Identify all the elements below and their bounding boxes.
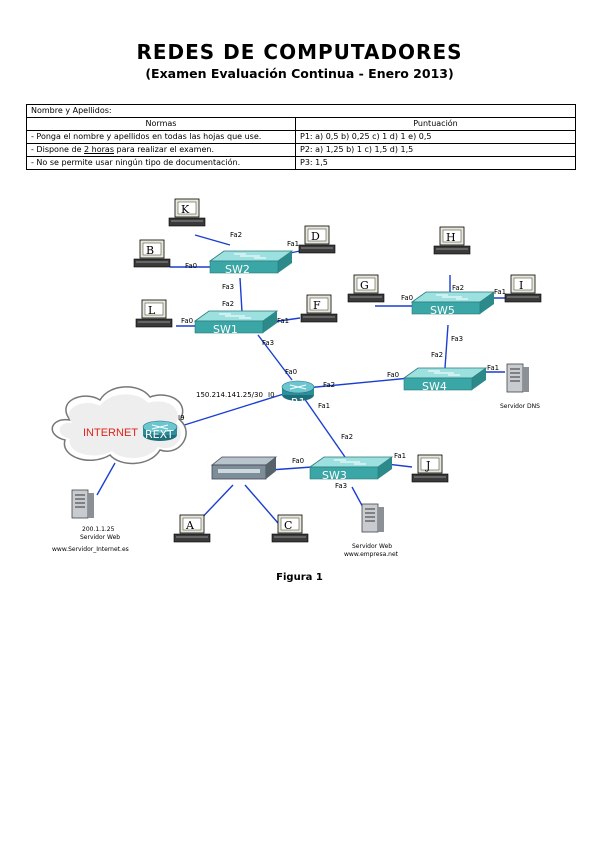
- pc-a: A: [173, 514, 211, 543]
- svg-text:SW4: SW4: [422, 380, 447, 393]
- pc-l: L: [135, 299, 173, 328]
- svg-text:Fa2: Fa2: [323, 381, 335, 389]
- switch-sw1: SW1: [194, 310, 278, 336]
- svg-text:L: L: [148, 304, 156, 317]
- svg-text:Fa3: Fa3: [335, 482, 347, 490]
- svg-text:Fa3: Fa3: [262, 339, 274, 347]
- pc-f: F: [300, 294, 338, 323]
- rule-text: - No se permite usar ningún tipo de docu…: [26, 156, 296, 170]
- svg-text:K: K: [181, 203, 190, 216]
- page-title: REDES DE COMPUTADORES: [136, 40, 463, 64]
- svg-text:200.1.1.25: 200.1.1.25: [82, 526, 115, 533]
- svg-text:Fa2: Fa2: [222, 300, 234, 308]
- svg-text:Fa1: Fa1: [487, 364, 499, 372]
- svg-text:Servidor DNS: Servidor DNS: [500, 403, 540, 410]
- svg-text:C: C: [284, 519, 292, 532]
- svg-text:Fa0: Fa0: [185, 262, 197, 270]
- internet-label: INTERNET: [83, 427, 138, 439]
- pc-k: K: [168, 198, 206, 227]
- switch-sw2: SW2: [209, 250, 293, 276]
- svg-text:SW1: SW1: [213, 323, 238, 336]
- switch-sw5: SW5: [411, 291, 495, 317]
- svg-text:Fa2: Fa2: [230, 231, 242, 239]
- svg-text:Fa1: Fa1: [394, 452, 406, 460]
- pc-i: I: [504, 274, 542, 303]
- svg-text:Fa0: Fa0: [285, 368, 297, 376]
- switch-sw3: SW3: [309, 456, 393, 482]
- svg-text:H: H: [446, 231, 456, 244]
- svg-text:B: B: [146, 244, 154, 257]
- score-text: P2: a) 1,25 b) 1 c) 1,5 d) 1,5: [295, 143, 576, 157]
- svg-text:www.empresa.net: www.empresa.net: [344, 551, 399, 558]
- server-web-internal: [361, 503, 385, 533]
- svg-text:R1: R1: [291, 396, 306, 409]
- svg-text:Fa0: Fa0: [401, 294, 413, 302]
- pc-c: C: [271, 514, 309, 543]
- svg-text:Fa1: Fa1: [287, 240, 299, 248]
- router-rext: REXT: [142, 420, 178, 441]
- svg-text:150.214.141.25/30: 150.214.141.25/30: [196, 391, 263, 399]
- svg-text:I0: I0: [268, 391, 275, 399]
- svg-text:F: F: [313, 299, 321, 312]
- svg-text:Fa0: Fa0: [387, 371, 399, 379]
- svg-text:Fa2: Fa2: [452, 284, 464, 292]
- name-field-label: Nombre y Apellidos:: [26, 104, 576, 118]
- score-text: P3: 1,5: [295, 156, 576, 170]
- svg-text:Fa1: Fa1: [494, 288, 506, 296]
- svg-text:Fa0: Fa0: [292, 457, 304, 465]
- rules-table: Nombre y Apellidos: Normas Puntuación - …: [26, 104, 576, 170]
- svg-text:J: J: [425, 459, 430, 472]
- pc-h: H: [433, 226, 471, 255]
- svg-text:SW3: SW3: [322, 469, 347, 482]
- pc-b: B: [133, 239, 171, 268]
- rules-header: Normas: [26, 117, 296, 131]
- rule-text: - Dispone de 2 horas para realizar el ex…: [26, 143, 296, 157]
- svg-text:I9: I9: [178, 414, 185, 422]
- svg-text:A: A: [185, 519, 195, 532]
- svg-text:SW2: SW2: [225, 263, 250, 276]
- rule-text: - Ponga el nombre y apellidos en todas l…: [26, 130, 296, 144]
- svg-text:Fa3: Fa3: [451, 335, 463, 343]
- switch-sw4: SW4: [403, 367, 487, 393]
- server-web-external: [71, 489, 95, 519]
- svg-text:SW5: SW5: [430, 304, 455, 317]
- svg-text:Servidor Web: Servidor Web: [352, 543, 392, 550]
- svg-text:Fa1: Fa1: [318, 402, 330, 410]
- svg-text:Fa2: Fa2: [431, 351, 443, 359]
- svg-text:D: D: [311, 230, 320, 243]
- svg-text:G: G: [360, 279, 369, 292]
- network-diagram: INTERNET K B D L F H G I J A C SW2 SW1 S…: [51, 198, 542, 558]
- server-dns: [506, 363, 530, 393]
- svg-text:www.Servidor_Internet.es: www.Servidor_Internet.es: [52, 546, 129, 553]
- svg-text:Fa0: Fa0: [181, 317, 193, 325]
- score-text: P1: a) 0,5 b) 0,25 c) 1 d) 1 e) 0,5: [295, 130, 576, 144]
- internet-cloud: INTERNET: [51, 386, 187, 465]
- svg-text:Fa2: Fa2: [341, 433, 353, 441]
- figure-caption: Figura 1: [276, 572, 323, 583]
- svg-text:I: I: [519, 279, 523, 292]
- pc-j: J: [411, 454, 449, 483]
- svg-text:Fa1: Fa1: [277, 317, 289, 325]
- page-subtitle: (Examen Evaluación Continua - Enero 2013…: [145, 66, 454, 81]
- svg-text:Servidor Web: Servidor Web: [80, 534, 120, 541]
- pc-d: D: [298, 225, 336, 254]
- score-header: Puntuación: [295, 117, 576, 131]
- router-r1: R1: [281, 380, 315, 409]
- svg-text:REXT: REXT: [145, 428, 174, 441]
- hub: [210, 456, 278, 480]
- svg-text:Fa3: Fa3: [222, 283, 234, 291]
- pc-g: G: [347, 274, 385, 303]
